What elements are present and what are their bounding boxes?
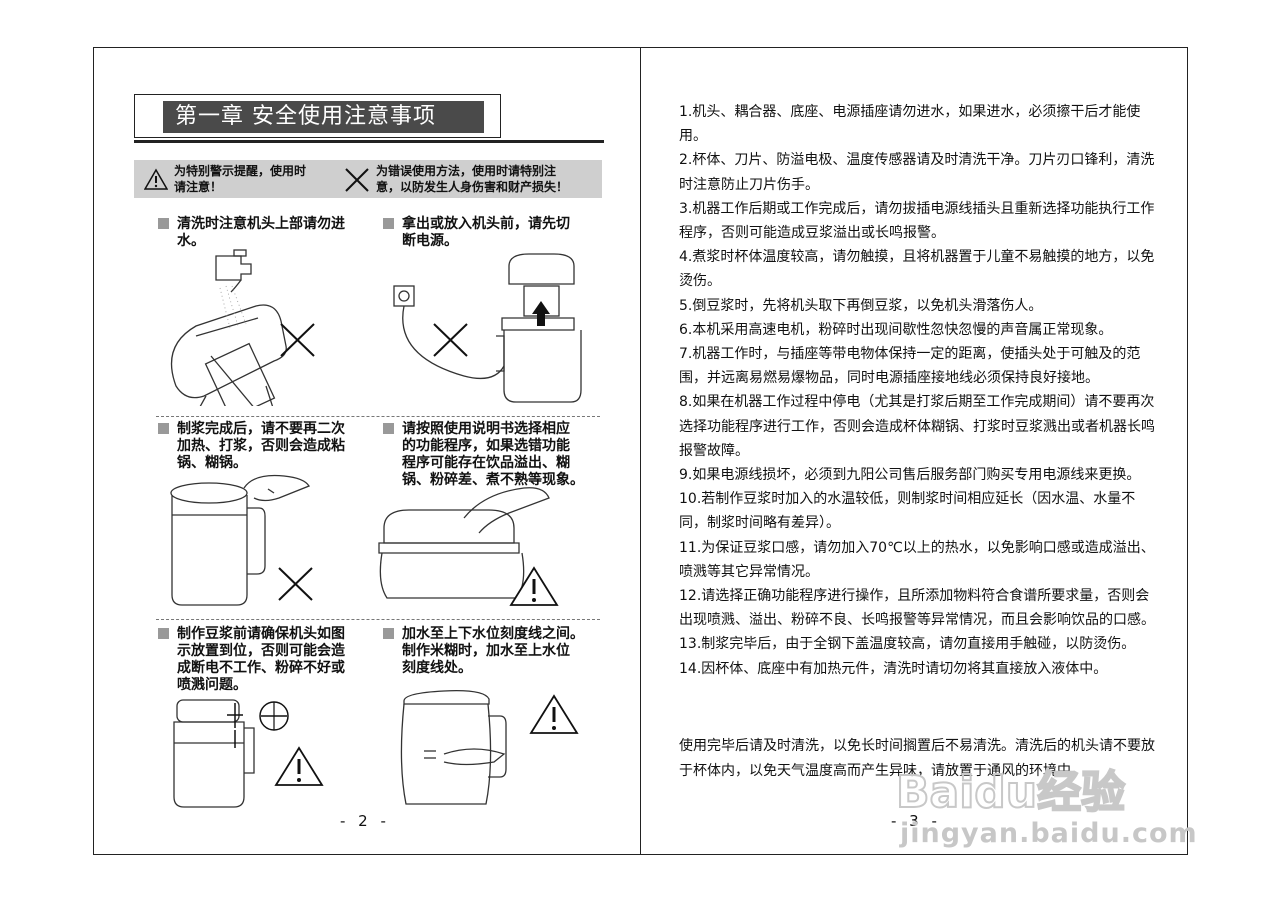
bullet-square-icon [383,628,394,639]
list-item: 1.机头、耦合器、底座、电源插座请勿进水，如果进水，必须擦干后才能使用。 [679,104,1141,145]
list-item: 11.为保证豆浆口感，请勿加入70℃以上的热水，以免影响口感或造成溢出、喷溅等其… [679,539,1155,580]
prohibit-cross-icon [433,323,468,357]
section-divider [156,416,600,417]
list-item: 3.机器工作后期或工作完成后，请勿拔插电源线插头且重新选择功能执行工作程序，否则… [679,200,1155,242]
list-item: 8.如果在机器工作过程中停电（尤其是打浆后期至工作完成期间）请不要再次选择功能程… [679,394,1155,459]
chapter-title: 第一章 安全使用注意事项 [163,101,484,133]
faucet-machine-head-illustration [170,249,315,406]
cleaning-note: 使用完毕后请及时清洗，以免长时间搁置后不易清洗。清洗后的机头请不要放于杯体内，以… [679,738,1155,779]
instruction-item: 制作豆浆前请确保机头如图 示放置到位，否则可能会造 成断电不工作、粉碎不好或 喷… [158,626,378,694]
bullet-square-icon [158,218,169,229]
list-item: 7.机器工作时，与插座等带电物体保持一定的距离，使插头处于可触及的范围，并远离易… [679,346,1141,387]
list-item: 4.煮浆时杯体温度较高，请勿触摸，且将机器置于儿童不易触摸的地方，以免烫伤。 [679,249,1155,290]
water-level-zoom-icon [259,701,289,731]
prohibit-cross-icon [280,323,315,357]
watermark-url: jingyan.baidu.com [900,818,1198,849]
page-number-left: - 2 - [340,812,390,830]
list-item: 5.倒豆浆时，先将机头取下再倒豆浆，以免机头滑落伤人。 [679,297,1043,314]
prohibit-legend-text: 为错误使用方法，使用时请特别注 意，以防发生人身伤害和财产损失！ [376,164,569,194]
chapter-rule [134,140,604,143]
caution-triangle-icon [274,746,324,786]
page-number-right: - 3 - [891,812,941,830]
head-in-place-illustration [173,699,324,808]
unplug-machine-head-illustration [393,253,582,403]
water-level-jug-illustration [400,690,579,805]
safety-notes-list: 1.机头、耦合器、底座、电源插座请勿进水，如果进水，必须擦干后才能使用。 2.杯… [679,100,1157,681]
bullet-square-icon [158,423,169,434]
chapter-heading: 第一章 安全使用注意事项 [134,94,501,138]
list-item: 14.因杯体、底座中有加热元件，清洗时请切勿将其直接放入液体中。 [679,660,1108,677]
list-item: 12.请选择正确功能程序进行操作，且所添加物料符合食谱所要求量，否则会出现喷溅、… [679,588,1155,629]
left-page: 第一章 安全使用注意事项 为特别警示提醒，使用时 请注意！ 为错误使用方法，使用… [93,47,641,855]
prohibit-cross-icon [345,168,369,192]
instruction-item: 拿出或放入机头前，请先切 断电源。 [383,216,598,250]
section-divider [156,619,600,620]
caution-triangle-icon [509,566,559,606]
instruction-item: 请按照使用说明书选择相应 的功能程序，如果选错功能 程序可能存在饮品溢出、糊 锅… [383,421,603,489]
baidu-watermark-logo: Baidu经验 [895,766,1126,819]
right-page: 1.机头、耦合器、底座、电源插座请勿进水，如果进水，必须擦干后才能使用。 2.杯… [640,47,1188,855]
instruction-item: 清洗时注意机头上部请勿进 水。 [158,216,368,250]
instruction-item: 加水至上下水位刻度线之间。 制作米糊时，加水至上水位 刻度线处。 [383,626,603,677]
select-program-illustration [378,487,559,606]
bullet-square-icon [383,423,394,434]
warning-legend: 为特别警示提醒，使用时 请注意！ 为错误使用方法，使用时请特别注 意，以防发生人… [134,160,602,198]
bullet-square-icon [383,218,394,229]
caution-triangle-icon [529,694,579,734]
instruction-item: 制浆完成后，请不要再二次 加热、打浆，否则会造成粘 锅、糊锅。 [158,421,378,472]
bullet-square-icon [158,628,169,639]
list-item: 6.本机采用高速电机，粉碎时出现间歇性忽快忽慢的声音属正常现象。 [679,321,1113,338]
list-item: 10.若制作豆浆时加入的水温较低，则制浆时间相应延长（因水温、水量不同，制浆时间… [679,491,1136,532]
list-item: 13.制浆完毕后，由于全钢下盖温度较高，请勿直接用手触碰，以防烫伤。 [679,636,1136,653]
prohibit-cross-icon [278,567,313,601]
caution-legend-text: 为特别警示提醒，使用时 请注意！ [174,164,307,194]
watermark-brand: Baidu经验 [896,767,1125,818]
caution-triangle-icon [144,168,168,190]
list-item: 9.如果电源线损坏，必须到九阳公司售后服务部门购买专用电源线来更换。 [679,467,1141,484]
reheat-jug-illustration [170,474,313,606]
list-item: 2.杯体、刀片、防溢电极、温度传感器请及时清洗干净。刀片刃口锋利，清洗时注意防止… [679,152,1155,193]
